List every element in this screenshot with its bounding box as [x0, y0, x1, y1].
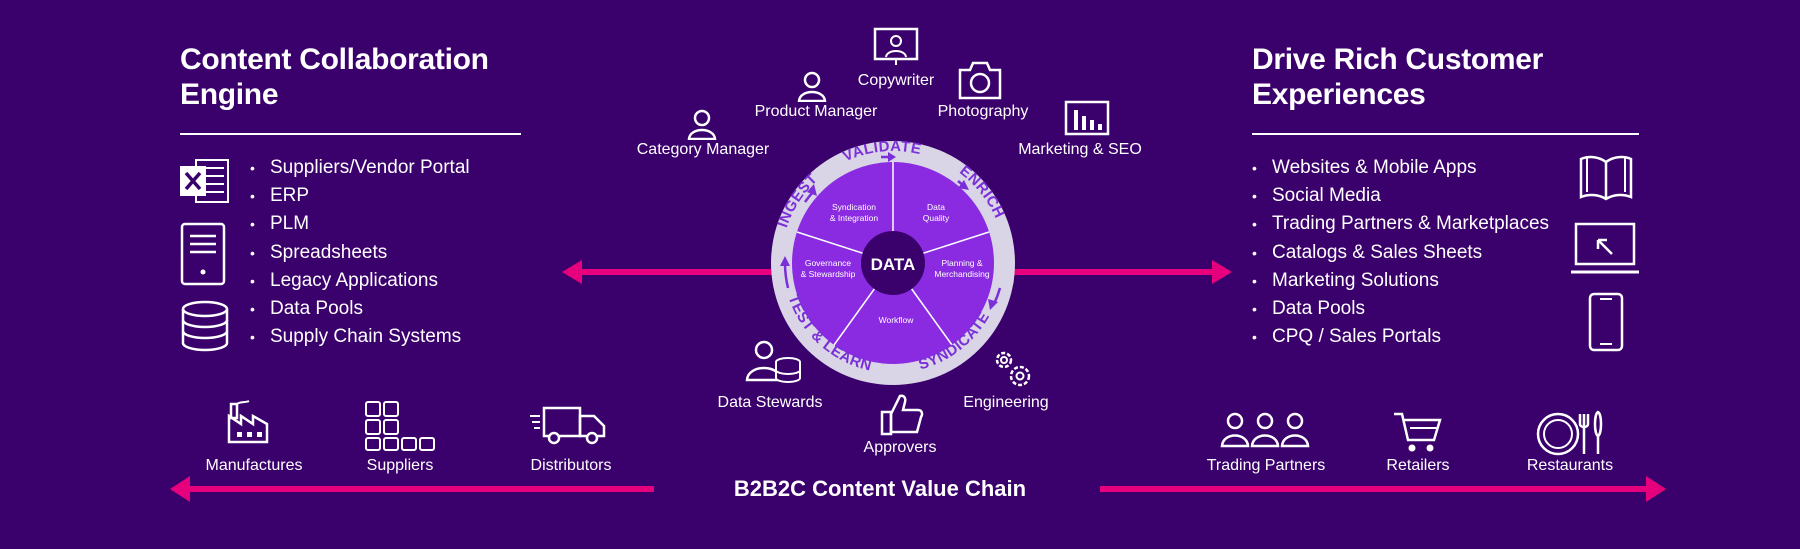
segment-syndication-2: & Integration — [830, 213, 878, 223]
bottom-right-restaurants: Restaurants — [1526, 457, 1614, 474]
segment-syndication-1: Syndication — [832, 202, 876, 212]
right-title-rule — [1252, 133, 1639, 135]
list-item: Websites & Mobile Apps — [1252, 154, 1549, 182]
list-item: ERP — [250, 182, 470, 210]
shopping-cart-icon — [1394, 412, 1442, 452]
list-item: Catalogs & Sales Sheets — [1252, 239, 1549, 267]
database-icon — [181, 300, 229, 352]
server-icon — [180, 222, 226, 286]
role-engineering: Engineering — [963, 394, 1049, 411]
wheel-center — [861, 231, 925, 295]
category-manager-icon — [687, 109, 717, 140]
segment-quality-1: Data — [927, 202, 945, 212]
list-item: Data Pools — [1252, 295, 1549, 323]
list-item: Marketing Solutions — [1252, 267, 1549, 295]
data-wheel: DATA Syndication & Integration Data Qual… — [771, 138, 1015, 385]
suppliers-boxes-icon — [365, 401, 435, 451]
segment-governance-2: & Stewardship — [801, 269, 856, 279]
segment-planning-1: Planning & — [941, 258, 982, 268]
list-item: PLM — [250, 210, 470, 238]
book-icon — [1579, 155, 1633, 201]
product-manager-icon — [797, 71, 827, 102]
left-title-line2: Engine — [180, 78, 279, 111]
segment-governance-1: Governance — [805, 258, 852, 268]
trading-partners-icon — [1220, 412, 1310, 448]
marketing-chart-icon — [1064, 100, 1110, 136]
role-copywriter: Copywriter — [857, 72, 935, 89]
role-product-manager: Product Manager — [754, 103, 878, 120]
wheel-center-label: DATA — [871, 255, 916, 274]
left-title-line1: Content Collaboration — [180, 43, 489, 76]
left-title-rule — [180, 133, 521, 135]
left-title: Content Collaboration Engine — [180, 42, 489, 112]
right-title-line2: Experiences — [1252, 78, 1426, 111]
segment-quality-2: Quality — [923, 213, 950, 223]
segment-workflow: Workflow — [879, 315, 915, 325]
delivery-truck-icon — [530, 406, 606, 445]
camera-icon — [958, 61, 1002, 100]
thumbs-up-icon — [880, 394, 924, 436]
list-item: Data Pools — [250, 295, 470, 323]
role-data-stewards: Data Stewards — [717, 394, 823, 411]
excel-icon — [180, 159, 229, 203]
list-item: Suppliers/Vendor Portal — [250, 154, 470, 182]
list-item: Social Media — [1252, 182, 1549, 210]
role-approvers: Approvers — [863, 439, 937, 456]
value-chain-title: B2B2C Content Value Chain — [733, 476, 1027, 501]
plate-cutlery-icon — [1536, 410, 1603, 456]
right-title: Drive Rich Customer Experiences — [1252, 42, 1543, 112]
list-item: Supply Chain Systems — [250, 323, 470, 351]
laptop-icon — [1571, 222, 1639, 274]
bottom-right-retailers: Retailers — [1386, 457, 1450, 474]
left-source-list: Suppliers/Vendor Portal ERP PLM Spreadsh… — [250, 154, 470, 352]
bottom-right-trading-partners: Trading Partners — [1206, 457, 1326, 474]
right-channel-list: Websites & Mobile Apps Social Media Trad… — [1252, 154, 1549, 352]
copywriter-icon — [873, 27, 919, 65]
role-photography: Photography — [937, 103, 1029, 120]
list-item: CPQ / Sales Portals — [1252, 323, 1549, 351]
bottom-left-manufactures: Manufactures — [205, 457, 303, 474]
phone-icon — [1588, 292, 1624, 352]
bottom-left-distributors: Distributors — [530, 457, 612, 474]
bottom-left-suppliers: Suppliers — [366, 457, 434, 474]
factory-icon — [227, 400, 269, 444]
list-item: Legacy Applications — [250, 267, 470, 295]
role-marketing-seo: Marketing & SEO — [1018, 141, 1142, 158]
role-category-manager: Category Manager — [636, 141, 770, 158]
list-item: Spreadsheets — [250, 239, 470, 267]
segment-planning-2: Merchandising — [934, 269, 990, 279]
gears-icon — [995, 351, 1031, 387]
data-stewards-icon — [745, 340, 801, 383]
list-item: Trading Partners & Marketplaces — [1252, 210, 1549, 238]
right-title-line1: Drive Rich Customer — [1252, 43, 1544, 76]
